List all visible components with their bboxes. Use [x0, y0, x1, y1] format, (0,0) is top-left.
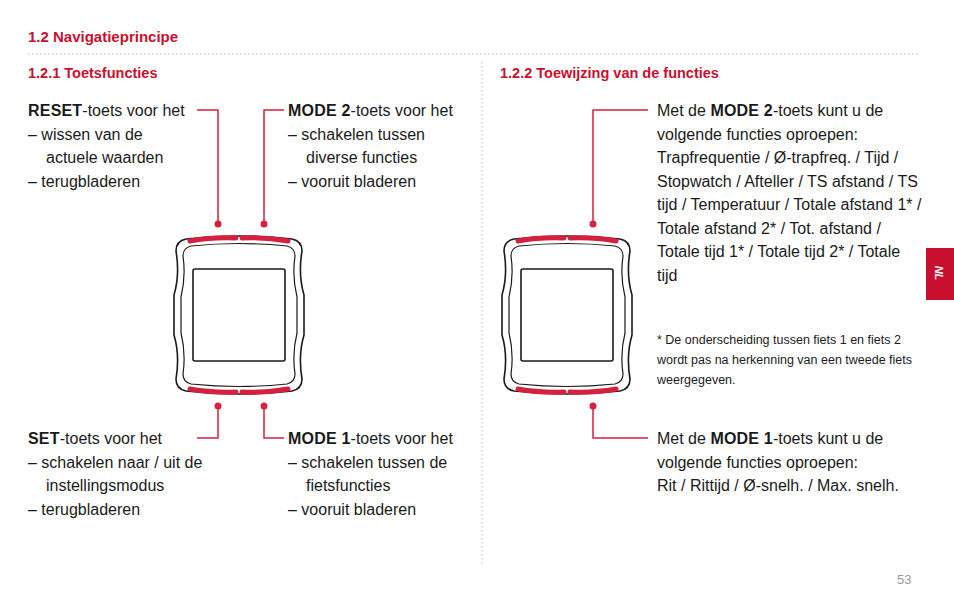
- function-assignment: Met deMODE 2-toets kunt u de volgende fu…: [657, 99, 922, 287]
- function-item: – wissen van de actuele waarden: [28, 123, 198, 170]
- callout-heading: MODE 2-toets voor het: [288, 99, 468, 123]
- key-name: SET: [28, 430, 60, 447]
- section-title: 1.2 Navigatieprincipe: [28, 28, 178, 45]
- rule-line: [28, 54, 918, 55]
- assignment-intro: Met deMODE 1-toets kunt u de volgende fu…: [657, 427, 922, 474]
- key-callout: RESET-toets voor het– wissen van de actu…: [28, 99, 198, 193]
- assignment-text: Met de: [657, 430, 706, 447]
- subsection-title: 1.2.2 Toewijzing van de functies: [500, 65, 719, 81]
- leader-dots: [215, 221, 597, 410]
- subsection-title: 1.2.1 Toetsfuncties: [28, 65, 157, 81]
- callout-text: -toets voor het: [351, 430, 453, 447]
- page-number: 53: [897, 572, 911, 587]
- key-callout: SET-toets voor het– schakelen naar / uit…: [28, 427, 233, 521]
- assignment-text: Met de: [657, 102, 706, 119]
- footnote-text: * De onderscheiding tussen fiets 1 en fi…: [657, 330, 922, 390]
- device-right: [502, 236, 632, 394]
- key-name: RESET: [28, 102, 82, 119]
- function-item: – schakelen naar / uit de instellingsmod…: [28, 451, 233, 498]
- function-item: – vooruit bladeren: [288, 170, 468, 194]
- assignment-intro: Met deMODE 2-toets kunt u de volgende fu…: [657, 99, 922, 146]
- function-item: – vooruit bladeren: [288, 498, 483, 522]
- callout-heading: RESET-toets voor het: [28, 99, 198, 123]
- callout-heading: MODE 1-toets voor het: [288, 427, 483, 451]
- function-list: Trapfrequentie / Ø-trapfreq. / Tijd / St…: [657, 146, 922, 287]
- key-name: MODE 2: [288, 102, 351, 119]
- callout-text: -toets voor het: [60, 430, 162, 447]
- key-callout: MODE 2-toets voor het– schakelen tussen …: [288, 99, 468, 193]
- function-item: – terugbladeren: [28, 498, 233, 522]
- column-divider: [482, 62, 483, 565]
- callout-text: -toets voor het: [351, 102, 453, 119]
- function-item: – schakelen tussen de fietsfuncties: [288, 451, 483, 498]
- callout-text: -toets voor het: [82, 102, 184, 119]
- function-item: – schakelen tussen diverse functies: [288, 123, 468, 170]
- device-left: [174, 236, 304, 394]
- function-assignment: Met deMODE 1-toets kunt u de volgende fu…: [657, 427, 922, 498]
- callout-heading: SET-toets voor het: [28, 427, 233, 451]
- function-list: Rit / Rittijd / Ø-snelh. / Max. snelh.: [657, 474, 922, 498]
- key-name: MODE 2: [710, 102, 773, 119]
- leader-lines: [197, 110, 648, 438]
- key-name: MODE 1: [710, 430, 773, 447]
- footnote: * De onderscheiding tussen fiets 1 en fi…: [657, 330, 922, 390]
- function-item: – terugbladeren: [28, 170, 198, 194]
- key-name: MODE 1: [288, 430, 351, 447]
- language-tab: [926, 248, 954, 300]
- key-callout: MODE 1-toets voor het– schakelen tussen …: [288, 427, 483, 521]
- language-tab-text: NL: [933, 266, 945, 281]
